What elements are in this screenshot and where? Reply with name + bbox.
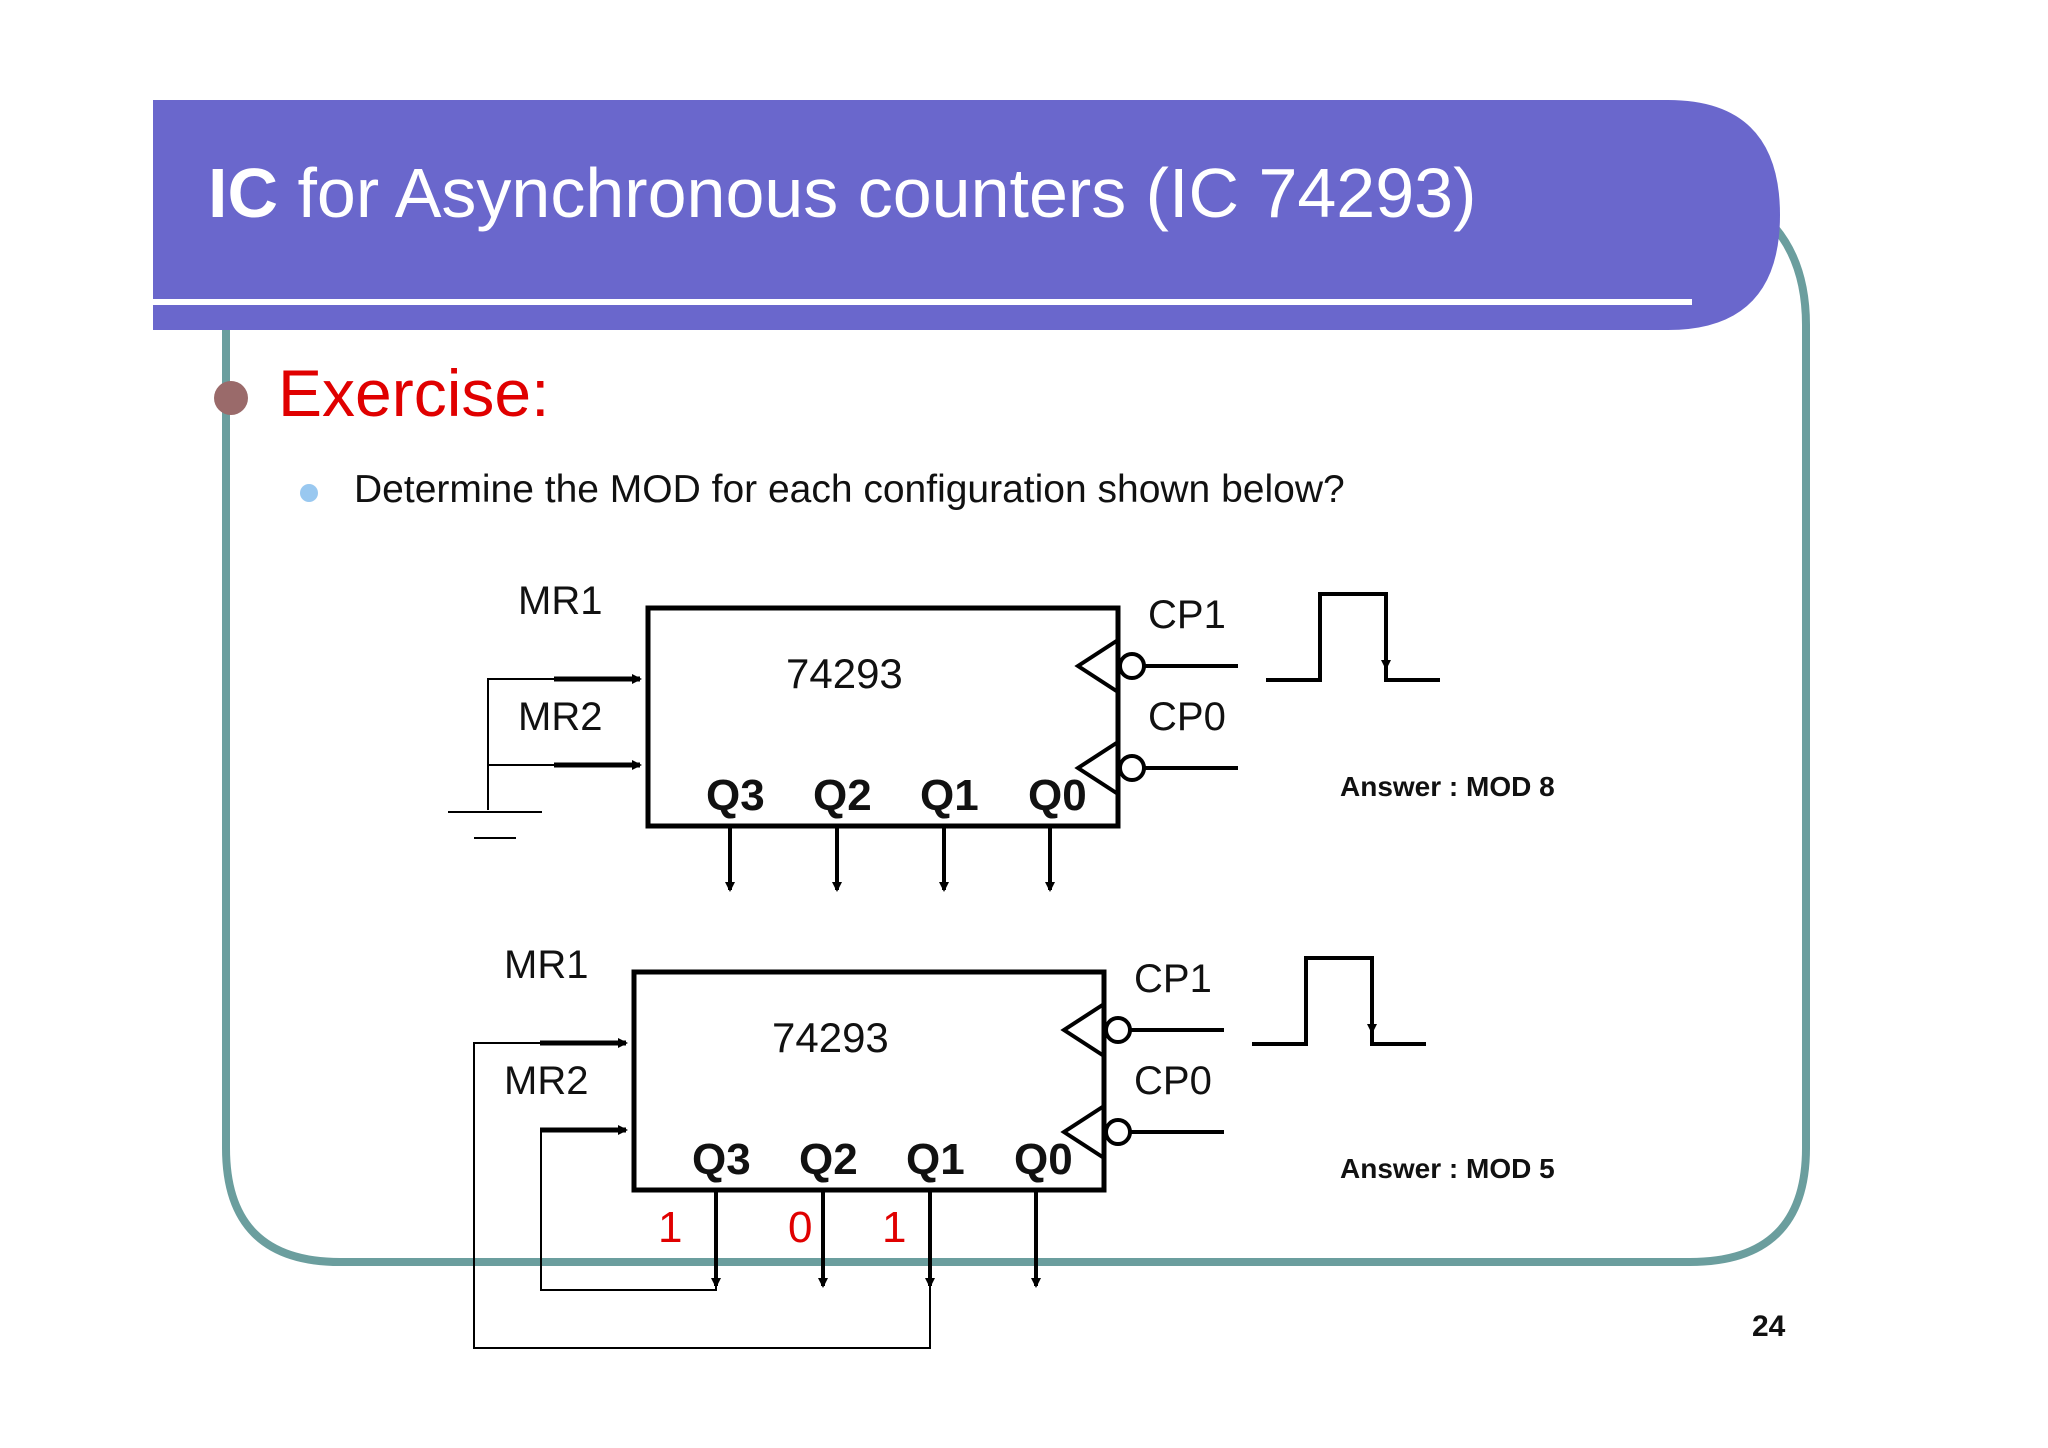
feedback-wire-q1-mr1 (473, 1042, 931, 1349)
slide-title-rest: for Asynchronous counters (IC 74293) (278, 154, 1477, 232)
c2-answer: Answer : MOD 5 (1340, 1153, 1555, 1184)
c1-q2-label: Q2 (813, 771, 872, 820)
c1-q3-label: Q3 (706, 771, 765, 820)
c1-q1-label: Q1 (920, 771, 979, 820)
c1-mr1-label: MR1 (518, 579, 602, 623)
title-banner (153, 100, 1780, 330)
c2-chip-label: 74293 (772, 1014, 889, 1061)
exercise-heading: Exercise: (278, 356, 550, 430)
c2-q3-label: Q3 (692, 1135, 751, 1184)
heading-bullet-dot (214, 381, 248, 415)
circuit-1 (448, 592, 1440, 892)
page-number: 24 (1752, 1310, 1786, 1343)
c2-cp0-label: CP0 (1134, 1059, 1212, 1103)
c1-q0-label: Q0 (1028, 771, 1087, 820)
c2-cp1-label: CP1 (1134, 957, 1212, 1001)
exercise-question: Determine the MOD for each configuration… (354, 468, 1345, 511)
c2-q1-label: Q1 (906, 1135, 965, 1184)
slide-title: IC for Asynchronous counters (IC 74293) (208, 158, 1476, 228)
c2-bit-q3: 1 (658, 1203, 682, 1252)
c2-mr2-label: MR2 (504, 1059, 588, 1103)
c2-bit-q1: 1 (882, 1203, 906, 1252)
circuit-2 (473, 956, 1426, 1349)
c1-chip-label: 74293 (786, 650, 903, 697)
c2-q2-label: Q2 (799, 1135, 858, 1184)
slide-title-bold: IC (208, 154, 278, 232)
clock-pulse-1 (1266, 592, 1440, 682)
c1-cp0-label: CP0 (1148, 695, 1226, 739)
c2-q0-label: Q0 (1014, 1135, 1073, 1184)
c1-cp1-label: CP1 (1148, 593, 1226, 637)
chip-1-body (645, 605, 1121, 829)
slide-frame (222, 219, 1810, 1266)
sub-bullet-dot (300, 484, 318, 502)
c2-mr1-label: MR1 (504, 943, 588, 987)
clock-pulse-2 (1252, 956, 1426, 1046)
c1-answer: Answer : MOD 8 (1340, 771, 1555, 802)
chip-2-body (631, 969, 1107, 1193)
c1-mr2-label: MR2 (518, 695, 602, 739)
c2-bit-q2: 0 (788, 1203, 812, 1252)
